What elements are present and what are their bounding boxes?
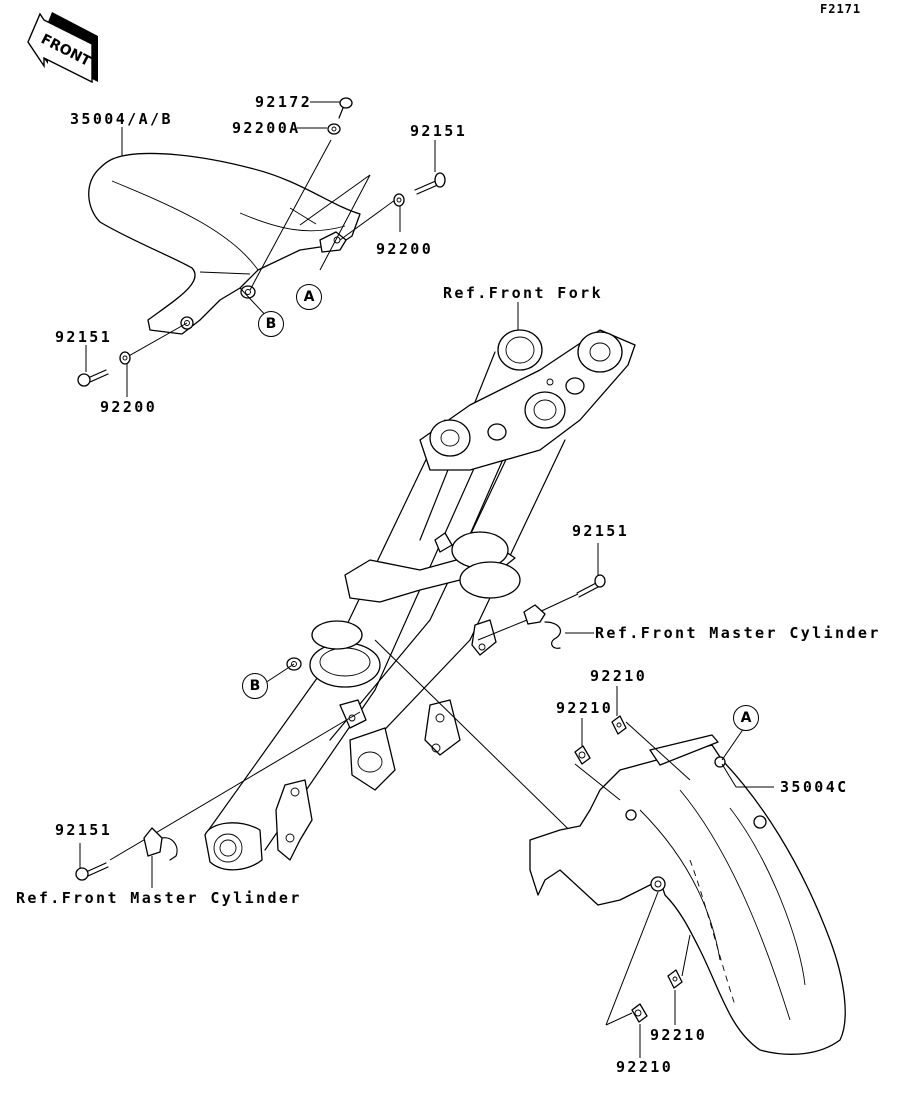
bolt-92151-left-icon [77, 369, 109, 387]
ref-label-master-cylinder-right[interactable]: Ref.Front Master Cylinder [595, 624, 881, 642]
part-label-92151-mid[interactable]: 92151 [572, 522, 630, 540]
washer-92200-right-icon [393, 193, 405, 207]
master-cylinder-clamp-right-icon [523, 604, 562, 649]
washer-92200-left-icon [119, 351, 131, 365]
bolt-92151-mid-icon [576, 574, 606, 598]
front-arrow-icon: FRONT [27, 12, 98, 84]
nut-92210-1-icon [611, 715, 627, 735]
figure-id: F2171 [820, 2, 862, 16]
part-label-35004-a-b[interactable]: 35004/A/B [70, 110, 173, 128]
part-label-92151-bottom[interactable]: 92151 [55, 821, 113, 839]
master-cylinder-clamp-left-icon [143, 827, 178, 861]
part-label-92210-4[interactable]: 92210 [616, 1058, 674, 1076]
nut-92210-4-icon [631, 1003, 648, 1023]
part-label-92200a[interactable]: 92200A [232, 119, 301, 137]
screw-92172-icon [338, 97, 353, 119]
ref-label-master-cylinder-left[interactable]: Ref.Front Master Cylinder [16, 889, 302, 907]
part-label-92210-2[interactable]: 92210 [556, 699, 614, 717]
callout-a-top: A [296, 284, 322, 310]
washer-92200a-icon [327, 123, 341, 135]
front-fork-drawing [204, 329, 636, 871]
bolt-92151-bottom-icon [75, 862, 109, 881]
callout-b-top: B [258, 311, 284, 337]
callout-a-fender: A [733, 705, 759, 731]
part-label-35004c[interactable]: 35004C [780, 778, 849, 796]
hugger-fender-drawing [88, 152, 361, 335]
bolt-92151-top-icon [414, 172, 446, 195]
ref-label-front-fork[interactable]: Ref.Front Fork [443, 284, 604, 302]
part-label-92200-right[interactable]: 92200 [376, 240, 434, 258]
front-fender-drawing [529, 734, 846, 1055]
part-label-92210-3[interactable]: 92210 [650, 1026, 708, 1044]
nut-92210-2-icon [574, 745, 591, 765]
part-label-92151-left[interactable]: 92151 [55, 328, 113, 346]
part-label-92210-1[interactable]: 92210 [590, 667, 648, 685]
part-label-92151-top[interactable]: 92151 [410, 122, 468, 140]
part-label-92172[interactable]: 92172 [255, 93, 313, 111]
part-label-92200-left[interactable]: 92200 [100, 398, 158, 416]
nut-92210-3-icon [667, 969, 683, 989]
callout-b-fork: B [242, 673, 268, 699]
